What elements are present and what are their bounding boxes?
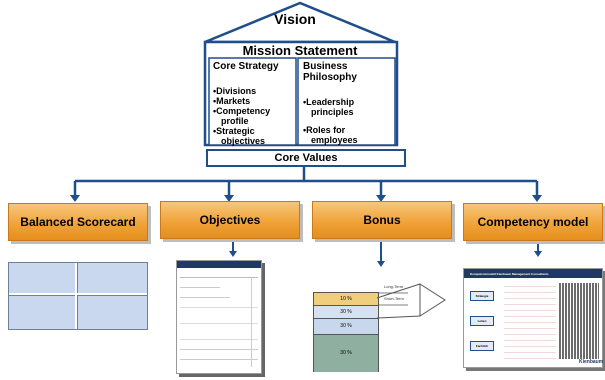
bonus-long-term-label: Long-Term [384,284,404,289]
pillar-objectives: Objectives [160,201,300,239]
business-philosophy-title: Business Philosophy [303,61,357,83]
pillar-competency-model: Competency model [463,203,603,241]
business-philosophy-item: Roles for employees [303,125,393,145]
core-values-bar: Core Values [206,149,406,167]
bonus-segment: 30 % [314,319,378,335]
pillar-bonus: Bonus [312,201,452,239]
business-philosophy-list: Leadership principles Roles for employee… [303,97,393,145]
competency-model-thumbnail: Kompetenzmodell Kienbaum Management Cons… [463,268,603,368]
core-strategy-item: Markets [213,96,295,106]
mission-statement-label: Mission Statement [242,43,358,58]
core-strategy-item: Competency profile [213,106,295,126]
bonus-segment: 30 % [314,335,378,372]
business-philosophy-item: Leadership principles [303,97,393,117]
kienbaum-logo: Kienbaum [579,359,604,365]
core-strategy-item: Divisions [213,86,295,96]
bonus-short-term-label: Short-Term [384,296,404,301]
competency-row: Strategie [470,291,494,301]
vision-label: Vision [274,11,316,27]
competency-row: Leiten [470,316,494,326]
scorecard-grid [8,262,148,330]
core-strategy-panel: Core Strategy Divisions Markets Competen… [213,61,295,146]
bonus-segment: 30 % [314,306,378,319]
core-strategy-list: Divisions Markets Competency profile Str… [213,86,295,146]
core-strategy-title: Core Strategy [213,61,279,72]
competency-thumb-title: Kompetenzmodell Kienbaum Management Cons… [470,272,549,276]
core-strategy-item: Strategic objectives [213,126,295,146]
objectives-form-thumbnail [176,260,262,374]
bonus-segment: 10 % [314,293,378,306]
business-philosophy-panel: Business Philosophy Leadership principle… [303,61,393,145]
pillar-balanced-scorecard: Balanced Scorecard [8,203,148,241]
bonus-stack-chart: 10 % 30 % 30 % 30 % [313,292,379,372]
competency-row: Fachlich [470,341,494,351]
